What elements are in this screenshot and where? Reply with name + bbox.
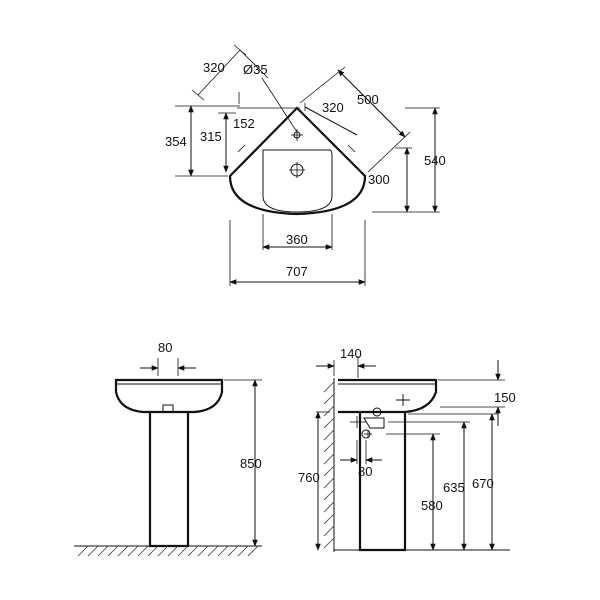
front-view: 80 850	[74, 340, 262, 557]
side-dim-580: 580	[421, 498, 443, 513]
basin-side	[338, 378, 438, 414]
side-dim-140: 140	[340, 346, 362, 361]
side-dim-760: 760	[298, 470, 320, 485]
basin-front	[114, 378, 224, 414]
wall-hatch	[323, 381, 335, 549]
plan-view: 320 Ø35 500 320 152 354 315 540 300	[165, 44, 446, 286]
side-dim-80: 80	[358, 464, 372, 479]
dim-707: 707	[286, 264, 308, 279]
dim-320-diagonal: 320	[203, 60, 225, 75]
front-dim-80: 80	[158, 340, 172, 355]
dim-diameter-35: Ø35	[243, 62, 268, 77]
basin-outline-plan	[228, 106, 367, 216]
dim-152: 152	[233, 116, 255, 131]
dim-540: 540	[424, 153, 446, 168]
pedestal-side	[358, 412, 407, 552]
side-dim-670: 670	[472, 476, 494, 491]
front-dim-850: 850	[240, 456, 262, 471]
side-view: 140 150 760 80 635 670 580	[298, 346, 516, 552]
bowl-plan	[262, 149, 333, 213]
dim-500: 500	[357, 92, 379, 107]
pedestal-front	[148, 412, 190, 548]
dim-354: 354	[165, 134, 187, 149]
dim-315: 315	[200, 129, 222, 144]
floor-hatch-front	[77, 545, 259, 557]
dim-300: 300	[368, 172, 390, 187]
dim-320-inner: 320	[322, 100, 344, 115]
side-dim-150: 150	[494, 390, 516, 405]
dim-360: 360	[286, 232, 308, 247]
side-dim-635: 635	[443, 480, 465, 495]
